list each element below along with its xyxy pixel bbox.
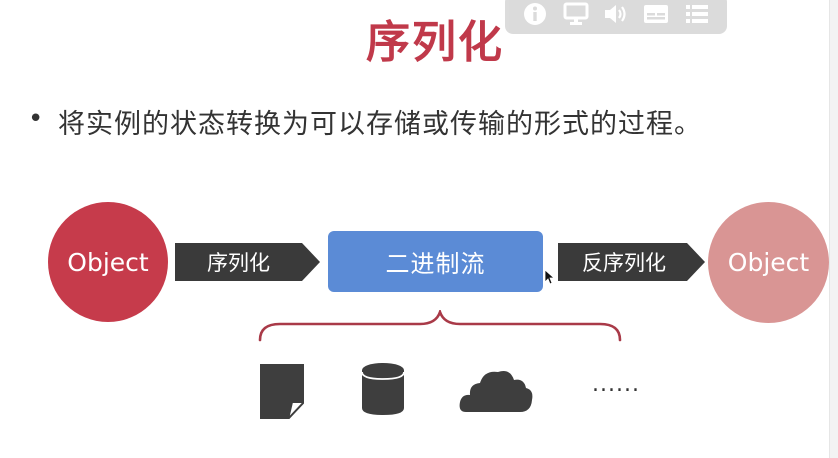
info-icon[interactable] [521,1,549,27]
deserialize-arrow: 反序列化 [558,243,705,281]
window-edge [829,0,838,458]
target-object-label: Object [727,248,810,277]
binary-stream-label: 二进制流 [385,250,486,278]
player-toolbar [505,0,727,34]
speaker-icon[interactable] [602,1,630,27]
binary-stream-box: 二进制流 [328,231,543,292]
slide-title: 序列化 [366,17,504,68]
definition-text: 将实例的状态转换为可以存储或传输的形式的过程。 [58,109,702,140]
source-object-circle: Object [48,202,168,322]
list-icon[interactable] [683,1,711,27]
target-object-circle: Object [708,202,829,323]
mouse-cursor-icon [544,269,554,285]
bullet-marker: • [28,104,44,134]
document-icon [260,364,304,419]
serialize-label: 序列化 [207,251,270,275]
database-icon [361,363,405,415]
deserialize-label: 反序列化 [582,251,666,275]
storage-brace [258,310,622,342]
source-object-label: Object [67,247,149,277]
serialize-arrow: 序列化 [175,243,320,281]
cloud-icon [459,371,533,412]
more-storage-ellipsis: ...... [592,372,640,397]
monitor-icon[interactable] [562,1,590,27]
captions-icon[interactable] [642,1,670,27]
